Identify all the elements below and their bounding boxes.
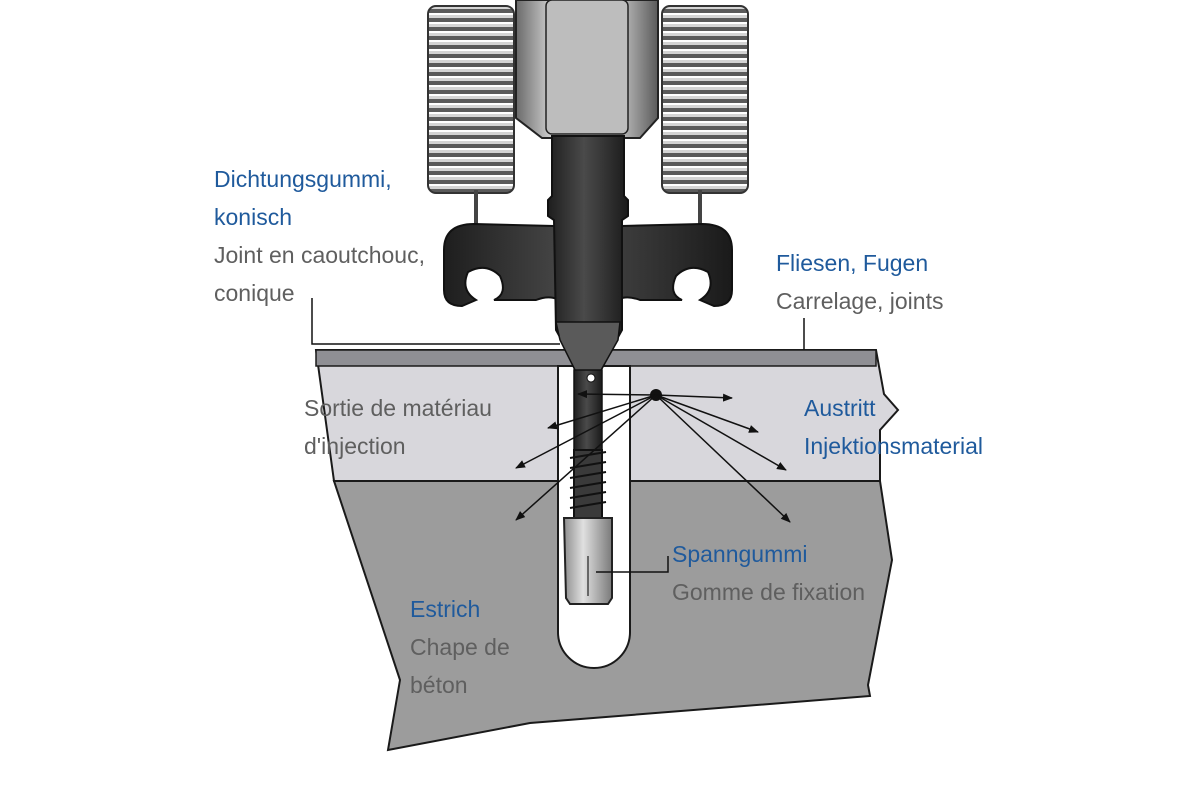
label-dichtungsgummi-de-1: Dichtungsgummi, [214,166,392,192]
label-sortie-fr-1: Sortie de matériau [304,395,492,421]
packer-thread [569,449,607,521]
outlet-arrows [515,390,791,523]
label-austritt-de-1: Austritt [804,395,876,421]
label-fliesen: Fliesen, Fugen Carrelage, joints [776,244,943,320]
label-spanngummi-de: Spanngummi [672,541,808,567]
leader-spanngummi [596,556,669,573]
label-estrich-fr-1: Chape de [410,634,510,660]
label-estrich-de: Estrich [410,596,481,622]
label-sortie: Sortie de matériau d'injection [304,389,492,465]
nozzle-top [545,0,629,135]
label-estrich-fr-2: béton [410,672,468,698]
label-austritt-de-2: Injektionsmaterial [804,433,983,459]
label-estrich: Estrich Chape de béton [410,590,510,704]
label-dichtungsgummi: Dichtungsgummi, konisch Joint en caoutch… [214,160,425,312]
spring-left [427,5,515,194]
label-spanngummi-fr: Gomme de fixation [672,579,866,605]
label-fliesen-fr: Carrelage, joints [776,288,944,314]
leader-dichtungsgummi [311,298,560,345]
label-spanngummi: Spanngummi Gomme de fixation [672,535,865,611]
outlet-hole [586,373,596,383]
label-austritt: Austritt Injektionsmaterial [804,389,983,465]
label-dichtungsgummi-fr-2: conique [214,280,295,306]
label-sortie-fr-2: d'injection [304,433,406,459]
spring-right [661,5,749,194]
label-dichtungsgummi-de-2: konisch [214,204,292,230]
label-fliesen-de: Fliesen, Fugen [776,250,929,276]
label-dichtungsgummi-fr-1: Joint en caoutchouc, [214,242,425,268]
